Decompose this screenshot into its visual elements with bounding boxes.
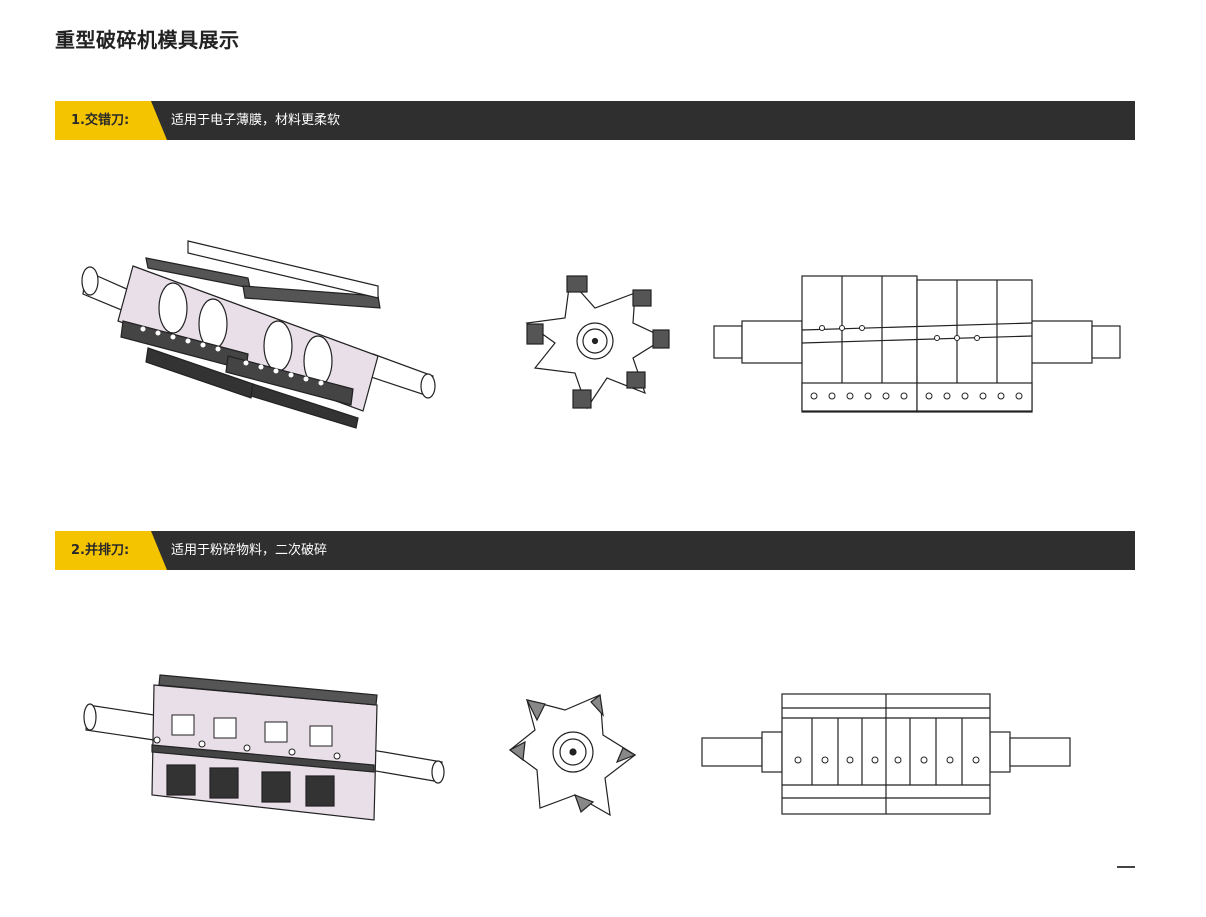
section-1-label: 1.交错刀: [71,113,130,128]
section-2-label: 2.并排刀: [71,543,130,558]
staggered-rotor-side-view-image [712,268,1122,416]
side-by-side-rotor-side-view-image [700,690,1072,816]
page-title: 重型破碎机模具展示 [55,28,240,52]
page-indicator [1117,866,1135,868]
section-1-tag [55,101,167,140]
section-2-description: 适用于粉碎物料，二次破碎 [171,543,328,558]
section-2-tag [55,531,167,570]
section-2-header: 2.并排刀: 适用于粉碎物料，二次破碎 [55,531,1135,570]
side-by-side-rotor-isometric-image [82,670,447,825]
side-by-side-rotor-end-view-image [505,690,640,818]
staggered-rotor-isometric-image [78,236,443,431]
section-1-description: 适用于电子薄膜，材料更柔软 [171,113,341,128]
section-1-header: 1.交错刀: 适用于电子薄膜，材料更柔软 [55,101,1135,140]
staggered-rotor-end-view-image [515,268,675,416]
